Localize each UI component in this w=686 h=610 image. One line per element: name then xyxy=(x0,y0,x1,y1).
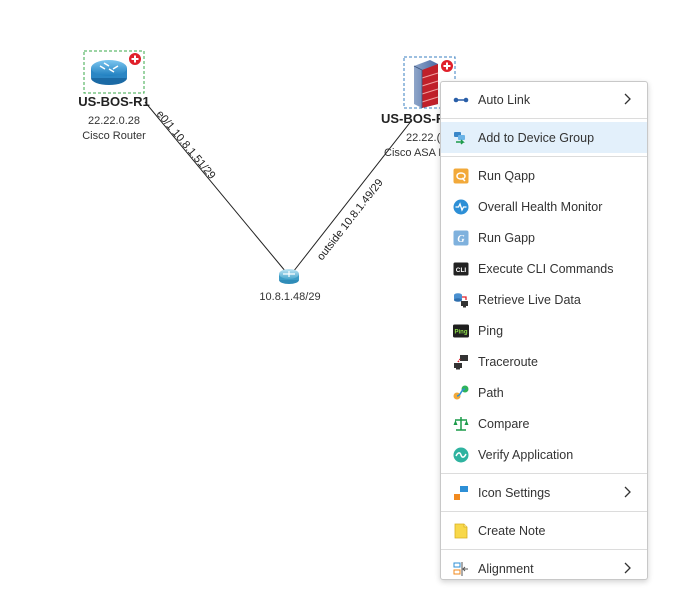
menu-item-path[interactable]: Path xyxy=(441,377,647,408)
ping-icon: Ping xyxy=(453,323,469,339)
link-line-fw-hub[interactable] xyxy=(292,119,413,273)
menu-item-run-gapp[interactable]: G Run Gapp xyxy=(441,222,647,253)
ping-icon-text: Ping xyxy=(455,329,468,335)
traceroute-icon xyxy=(453,354,469,370)
device-name: US-BOS-F xyxy=(381,111,444,126)
hub-node[interactable] xyxy=(279,269,299,284)
menu-item-label: Ping xyxy=(478,323,504,338)
menu-separator xyxy=(441,473,647,474)
menu-item-run-qapp[interactable]: Run Qapp xyxy=(441,160,647,191)
menu-separator xyxy=(441,511,647,512)
qapp-icon xyxy=(453,168,469,184)
menu-item-auto-link[interactable]: Auto Link xyxy=(441,84,647,115)
device-type: Cisco ASA F xyxy=(384,147,446,159)
menu-item-add-to-device-group[interactable]: Add to Device Group xyxy=(441,122,647,153)
device-ip: 22.22.0.28 xyxy=(88,115,140,127)
link-label-r1: e0/1 10.8.1.51/29 xyxy=(154,108,218,182)
add-badge-icon[interactable] xyxy=(440,59,454,73)
firewall-icon xyxy=(413,60,439,108)
context-menu: Auto Link Add to Device Group Run Qapp O… xyxy=(440,81,648,580)
menu-item-label: Overall Health Monitor xyxy=(478,199,603,214)
selection-box xyxy=(83,50,145,94)
menu-item-ping[interactable]: Ping Ping xyxy=(441,315,647,346)
svg-text:CLI: CLI xyxy=(456,267,467,274)
link-label-fw: outside 10.8.1.49/29 xyxy=(315,177,386,263)
menu-item-label: Add to Device Group xyxy=(478,130,595,145)
gapp-icon: G xyxy=(453,230,469,246)
note-icon xyxy=(453,523,469,539)
device-name: US-BOS-R1 xyxy=(78,94,150,109)
auto-link-icon xyxy=(453,92,469,108)
verify-application-icon xyxy=(453,447,469,463)
menu-item-icon-settings[interactable]: Icon Settings xyxy=(441,477,647,508)
device-label-us-bos-r1: US-BOS-R1 22.22.0.28 Cisco Router xyxy=(71,94,157,144)
menu-item-label: Retrieve Live Data xyxy=(478,292,581,307)
chevron-right-icon xyxy=(624,562,631,574)
cli-icon: CLI xyxy=(453,261,469,277)
menu-item-overall-health-monitor[interactable]: Overall Health Monitor xyxy=(441,191,647,222)
menu-item-label: Auto Link xyxy=(478,92,531,107)
device-us-bos-r1[interactable] xyxy=(83,50,145,94)
menu-item-traceroute[interactable]: Traceroute xyxy=(441,346,647,377)
menu-item-label: Verify Application xyxy=(478,447,574,462)
path-icon xyxy=(453,385,469,401)
device-ip: 22.22.( xyxy=(406,132,441,144)
hub-label: 10.8.1.48/29 xyxy=(250,290,330,305)
device-type: Cisco Router xyxy=(82,130,146,142)
router-icon xyxy=(91,60,127,85)
menu-item-verify-application[interactable]: Verify Application xyxy=(441,439,647,470)
menu-item-label: Traceroute xyxy=(478,354,538,369)
menu-separator xyxy=(441,549,647,550)
hub-subnet: 10.8.1.48/29 xyxy=(259,291,321,303)
menu-separator xyxy=(441,118,647,119)
live-data-icon xyxy=(453,292,469,308)
device-label-us-bos-f: US-BOS-F 22.22.( Cisco ASA F xyxy=(381,111,445,161)
menu-item-label: Create Note xyxy=(478,523,546,538)
menu-item-alignment[interactable]: Alignment xyxy=(441,553,647,579)
menu-item-label: Run Qapp xyxy=(478,168,535,183)
menu-item-label: Path xyxy=(478,385,504,400)
menu-item-create-note[interactable]: Create Note xyxy=(441,515,647,546)
device-us-bos-f[interactable] xyxy=(403,56,456,109)
chevron-right-icon xyxy=(624,93,631,105)
menu-item-label: Icon Settings xyxy=(478,485,551,500)
menu-separator xyxy=(441,156,647,157)
lan-hub-icon xyxy=(279,269,299,284)
menu-item-label: Alignment xyxy=(478,561,534,576)
icon-settings-icon xyxy=(453,485,469,501)
menu-item-label: Compare xyxy=(478,416,530,431)
compare-icon xyxy=(453,416,469,432)
alignment-icon xyxy=(453,561,469,577)
menu-item-retrieve-live-data[interactable]: Retrieve Live Data xyxy=(441,284,647,315)
add-badge-icon[interactable] xyxy=(128,52,142,66)
menu-item-label: Execute CLI Commands xyxy=(478,261,614,276)
menu-item-label: Run Gapp xyxy=(478,230,535,245)
health-monitor-icon xyxy=(453,199,469,215)
menu-item-compare[interactable]: Compare xyxy=(441,408,647,439)
device-group-icon xyxy=(453,130,469,146)
menu-item-execute-cli-commands[interactable]: CLI Execute CLI Commands xyxy=(441,253,647,284)
svg-text:G: G xyxy=(457,234,465,245)
link-line-r1-hub[interactable] xyxy=(144,101,287,273)
chevron-right-icon xyxy=(624,486,631,498)
